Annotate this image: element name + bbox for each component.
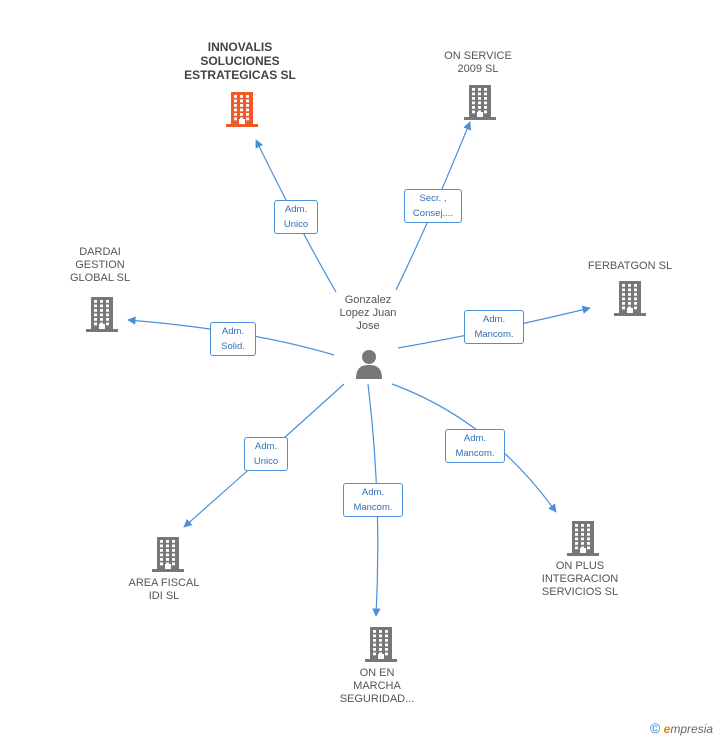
building-icon[interactable]	[226, 91, 258, 127]
building-icon[interactable]	[464, 84, 496, 120]
role-label-areafiscal[interactable]: Adm. Unico	[244, 437, 288, 471]
company-label-innovalis[interactable]: INNOVALIS SOLUCIONES ESTRATEGICAS SL	[184, 40, 296, 82]
footer-brand: © empresia	[650, 720, 713, 736]
role-label-onplus[interactable]: Adm. Mancom.	[445, 429, 505, 463]
role-label-onservice[interactable]: Secr. , Consej....	[404, 189, 462, 223]
building-icon[interactable]	[567, 520, 599, 556]
company-label-areafiscal[interactable]: AREA FISCAL IDI SL	[128, 577, 200, 602]
company-label-onservice[interactable]: ON SERVICE 2009 SL	[444, 50, 512, 75]
company-label-onenmarcha[interactable]: ON EN MARCHA SEGURIDAD...	[339, 667, 415, 705]
copyright-icon: ©	[650, 720, 661, 736]
role-label-ferbatgon[interactable]: Adm. Mancom.	[464, 310, 524, 344]
brand-initial: e	[663, 722, 671, 736]
company-label-ferbatgon[interactable]: FERBATGON SL	[587, 260, 673, 272]
building-icon[interactable]	[614, 280, 646, 316]
building-icon[interactable]	[86, 296, 118, 332]
role-label-onenmarcha[interactable]: Adm. Mancom.	[343, 483, 403, 517]
building-icon[interactable]	[365, 626, 397, 662]
person-icon[interactable]	[354, 349, 384, 379]
center-person-name: Gonzalez Lopez Juan Jose	[339, 294, 397, 332]
company-label-dardai[interactable]: DARDAI GESTION GLOBAL SL	[69, 246, 131, 284]
company-label-onplus[interactable]: ON PLUS INTEGRACION SERVICIOS SL	[541, 560, 619, 598]
role-label-dardai[interactable]: Adm. Solid.	[210, 322, 256, 356]
role-label-innovalis[interactable]: Adm. Unico	[274, 200, 318, 234]
building-icon[interactable]	[152, 536, 184, 572]
brand-name: mpresia	[670, 722, 714, 736]
